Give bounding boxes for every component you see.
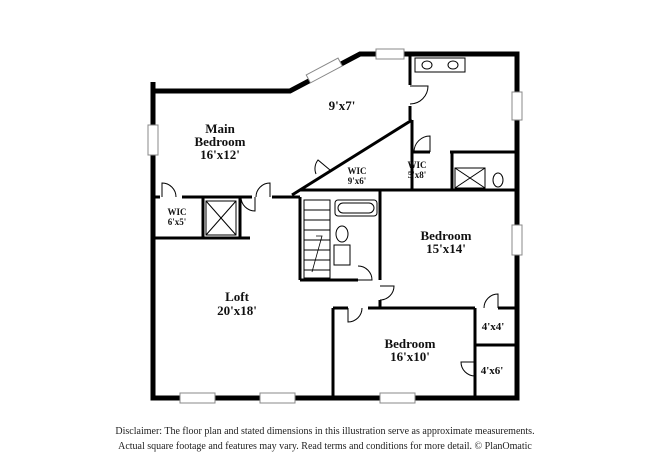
fixtures	[205, 57, 504, 266]
wic-left-label: WIC	[167, 207, 186, 217]
door	[379, 285, 395, 301]
interior-walls	[153, 54, 517, 398]
door	[161, 182, 177, 198]
closet-b-dims: 4'x6'	[481, 365, 504, 377]
window	[259, 392, 296, 404]
closet-a-dims: 4'x4'	[482, 321, 505, 333]
disclaimer-line-2: Actual square footage and features may v…	[118, 441, 532, 452]
door	[347, 307, 363, 323]
window	[179, 392, 216, 404]
door	[255, 182, 271, 198]
door	[357, 265, 373, 281]
bath-main-dims: 9'x7'	[329, 98, 356, 113]
bedroom-3-dims: 16'x10'	[390, 349, 430, 364]
floor-plan: Main Bedroom 16'x12' 9'x7' WIC 9'x6' WIC…	[147, 48, 523, 404]
window	[147, 124, 159, 156]
disclaimer: Disclaimer: The floor plan and stated di…	[0, 424, 650, 454]
toilet	[335, 225, 349, 243]
disclaimer-line-1: Disclaimer: The floor plan and stated di…	[115, 426, 535, 437]
main-bedroom-label-2: Bedroom	[194, 134, 245, 149]
window	[511, 91, 523, 121]
vanity	[333, 244, 351, 266]
wic-main-dims: 9'x6'	[348, 176, 367, 186]
door	[413, 135, 431, 153]
window	[379, 392, 416, 404]
toilet-main	[492, 172, 504, 188]
bedroom-2-dims: 15'x14'	[426, 241, 466, 256]
door	[460, 361, 476, 377]
bedroom-3-label: Bedroom	[384, 336, 435, 351]
loft-dims: 20'x18'	[217, 303, 257, 318]
double-vanity	[414, 57, 466, 73]
door	[483, 293, 499, 309]
bathtub-basin	[337, 202, 375, 214]
bedroom-2-label: Bedroom	[420, 228, 471, 243]
window	[511, 224, 523, 256]
door	[240, 196, 256, 212]
stairs	[303, 199, 331, 279]
wic-main-label: WIC	[347, 166, 366, 176]
windows	[147, 48, 523, 404]
main-bedroom-dims: 16'x12'	[200, 147, 240, 162]
shower	[205, 200, 237, 236]
bathtub	[334, 199, 378, 217]
window	[375, 48, 405, 60]
wic-small-label: WIC	[407, 160, 426, 170]
shower-main	[454, 167, 486, 189]
wic-left-dims: 6'x5'	[168, 217, 187, 227]
doors	[161, 85, 499, 377]
door	[314, 159, 331, 175]
door	[409, 85, 429, 105]
main-bedroom-label-1: Main	[205, 121, 235, 136]
wic-small-dims: 5'x8'	[408, 170, 427, 180]
loft-label: Loft	[225, 289, 250, 304]
window	[305, 57, 343, 84]
